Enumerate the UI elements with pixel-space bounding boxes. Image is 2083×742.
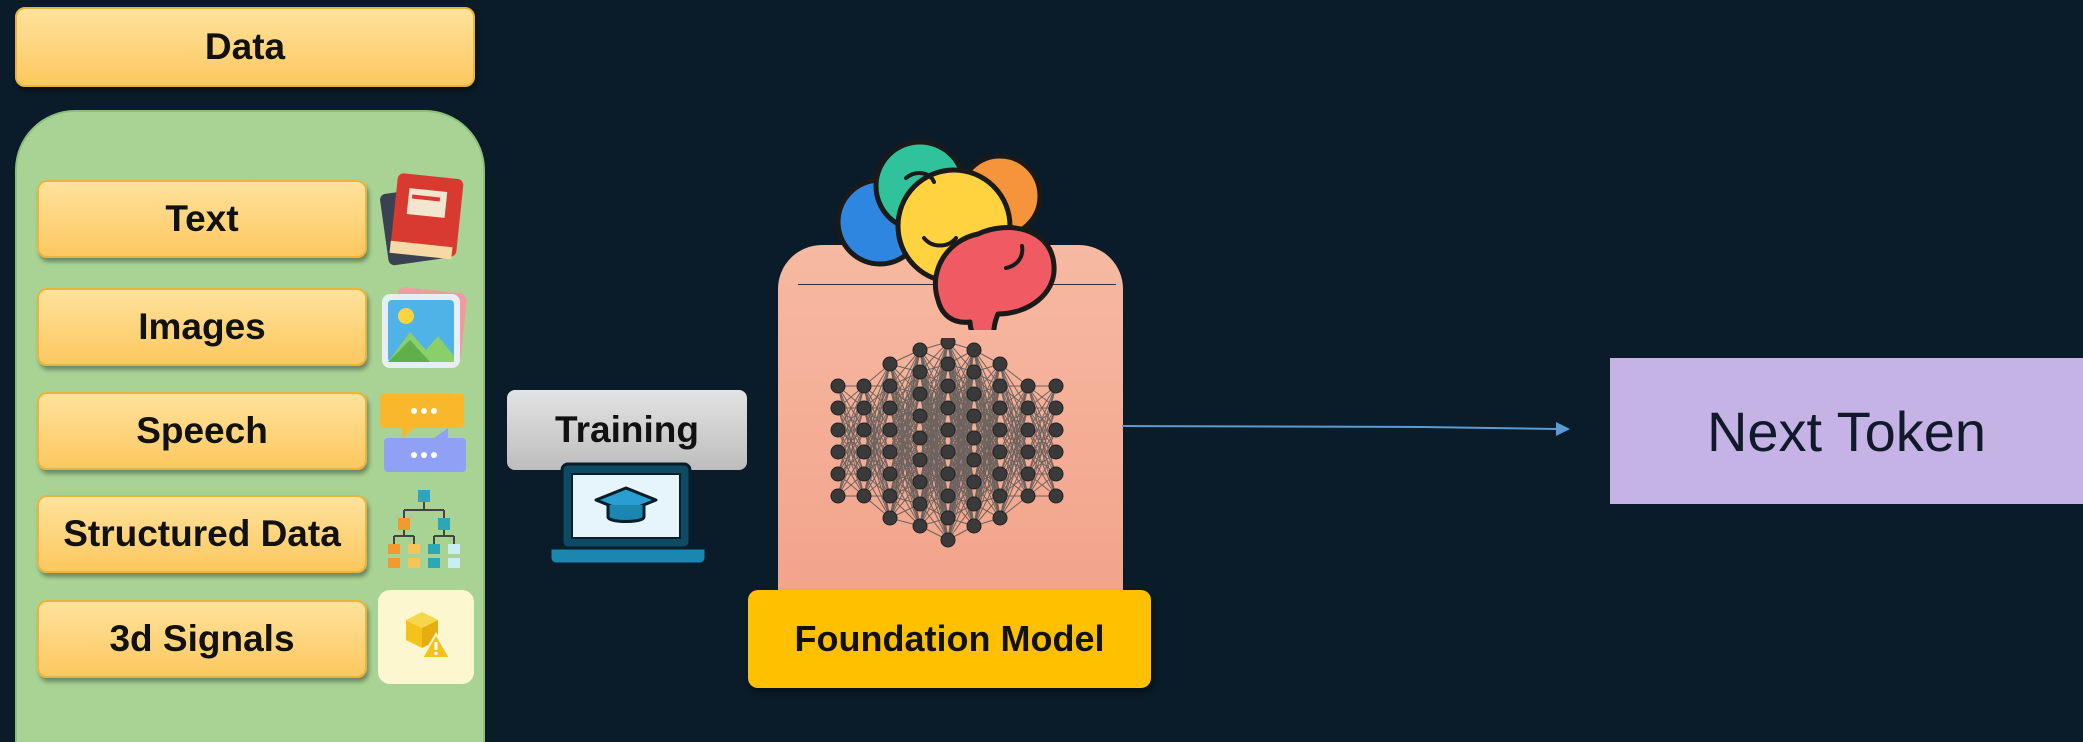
nn-node — [940, 444, 956, 460]
nn-node — [830, 400, 846, 416]
nn-node — [940, 378, 956, 394]
nn-node — [1048, 400, 1064, 416]
nn-node — [966, 474, 982, 490]
nn-node — [940, 422, 956, 438]
nn-node — [912, 452, 928, 468]
nn-node — [966, 386, 982, 402]
output-arrow — [1121, 415, 1572, 445]
book-icon — [380, 168, 468, 266]
nn-node — [830, 444, 846, 460]
nn-node — [912, 430, 928, 446]
nn-node — [940, 532, 956, 548]
data-header: Data — [15, 7, 475, 87]
nn-node — [992, 444, 1008, 460]
nn-node — [992, 400, 1008, 416]
nn-node — [912, 386, 928, 402]
neural-network-icon — [828, 334, 1086, 548]
nn-node — [1048, 444, 1064, 460]
nn-node — [966, 342, 982, 358]
nn-node — [966, 496, 982, 512]
nn-node — [1048, 378, 1064, 394]
nn-node — [992, 378, 1008, 394]
nn-node — [1020, 378, 1036, 394]
nn-node — [882, 422, 898, 438]
hierarchy-icon — [380, 488, 468, 576]
nn-node — [966, 452, 982, 468]
nn-node — [966, 364, 982, 380]
nn-node — [940, 510, 956, 526]
nn-node — [912, 408, 928, 424]
nn-node — [1020, 400, 1036, 416]
data-source-3d-signals: 3d Signals — [37, 600, 367, 678]
nn-node — [940, 334, 956, 350]
nn-node — [1048, 422, 1064, 438]
data-source-images: Images — [37, 288, 367, 366]
nn-node — [882, 510, 898, 526]
nn-node — [912, 496, 928, 512]
nn-node — [992, 422, 1008, 438]
nn-node — [882, 378, 898, 394]
laptop-graduation-cap-icon — [548, 462, 708, 570]
nn-node — [830, 466, 846, 482]
brain-icon — [828, 130, 1064, 357]
nn-node — [882, 488, 898, 504]
nn-node — [966, 430, 982, 446]
next-token-output: Next Token — [1610, 358, 2083, 504]
nn-node — [882, 466, 898, 482]
speech-bubbles-icon — [380, 390, 468, 478]
nn-node — [912, 364, 928, 380]
nn-node — [992, 510, 1008, 526]
nn-node — [1020, 422, 1036, 438]
nn-node — [992, 356, 1008, 372]
foundation-model-label: Foundation Model — [748, 590, 1151, 688]
nn-node — [830, 378, 846, 394]
image-icon — [380, 286, 468, 374]
nn-node — [1020, 488, 1036, 504]
nn-node — [1048, 488, 1064, 504]
data-source-speech: Speech — [37, 392, 367, 470]
training-label: Training — [507, 390, 747, 470]
nn-node — [1020, 466, 1036, 482]
3d-box-warning-icon — [378, 590, 474, 684]
nn-node — [856, 444, 872, 460]
nn-node — [912, 342, 928, 358]
nn-node — [830, 422, 846, 438]
nn-node — [966, 408, 982, 424]
nn-node — [912, 518, 928, 534]
nn-node — [992, 466, 1008, 482]
nn-node — [912, 474, 928, 490]
nn-node — [882, 444, 898, 460]
nn-node — [856, 488, 872, 504]
nn-node — [830, 488, 846, 504]
nn-node — [966, 518, 982, 534]
nn-node — [856, 378, 872, 394]
nn-node — [940, 400, 956, 416]
nn-node — [940, 466, 956, 482]
data-source-text: Text — [37, 180, 367, 258]
nn-node — [856, 400, 872, 416]
nn-node — [992, 488, 1008, 504]
data-source-structured-data: Structured Data — [37, 495, 367, 573]
nn-node — [1020, 444, 1036, 460]
nn-node — [940, 488, 956, 504]
nn-node — [882, 400, 898, 416]
nn-node — [882, 356, 898, 372]
nn-node — [856, 422, 872, 438]
nn-node — [1048, 466, 1064, 482]
nn-node — [856, 466, 872, 482]
nn-node — [940, 356, 956, 372]
